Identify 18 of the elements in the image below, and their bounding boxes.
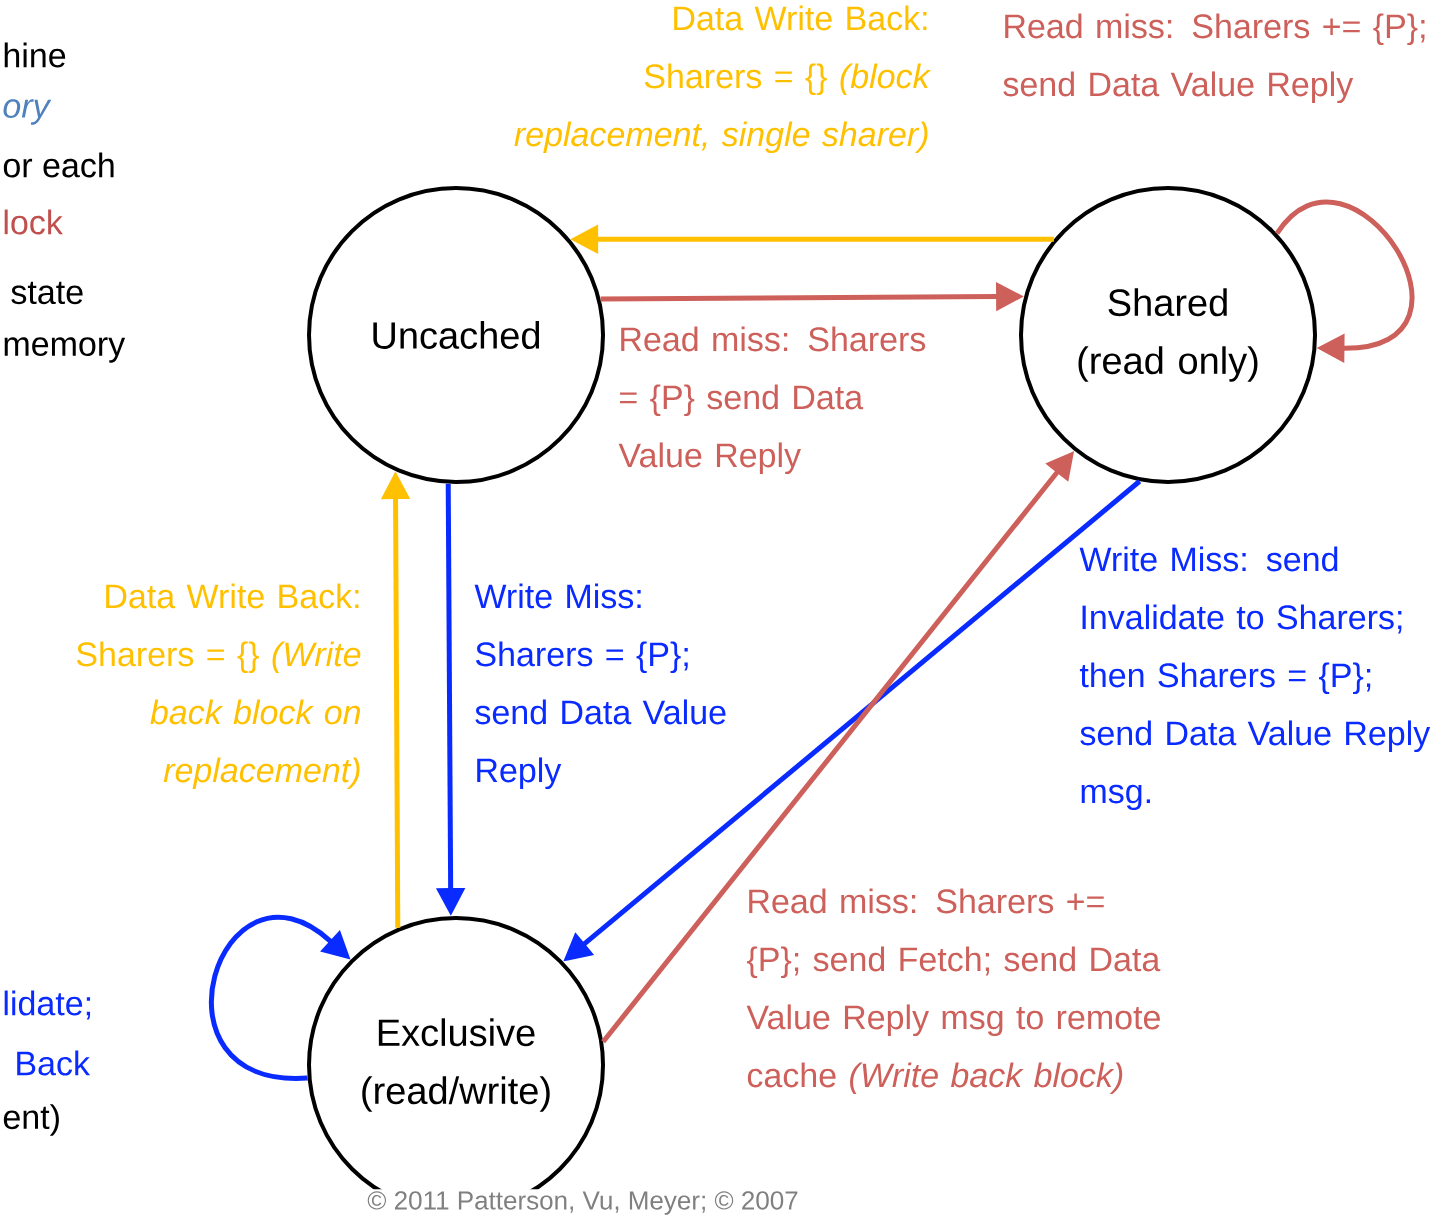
edge-label: Data Write Back: Sharers = {} (block replacement, single sharer)	[514, 5, 932, 154]
edge-label: Write Miss: send Invalidate to Sharers; then Sharers = {P}; send Data Value Reply msg.	[1079, 546, 1431, 811]
fragment-text: hine	[0, 40, 69, 70]
edge-label: Write Miss: Sharers = {P}; send Data Value Reply	[474, 583, 726, 790]
edge-label: Read miss: Sharers = {P} send Data Value Reply	[618, 326, 926, 475]
fragment-text: state	[8, 279, 87, 307]
fragment-text: memory	[0, 335, 128, 365]
fragment-text: ent)	[0, 1102, 63, 1138]
edge-label: Read miss: Sharers += {P}; send Data Value Reply	[1003, 13, 1425, 104]
edge-label: Data Write Back: Sharers = {} (Write back block on replacement)	[76, 583, 361, 790]
fragment-text: Back	[12, 1048, 92, 1078]
copyright-note: © 2011 Patterson, Vu, Meyer; © 2007	[365, 1189, 801, 1217]
fragment-text: or each	[0, 150, 118, 180]
fragment-text: ory	[0, 97, 52, 127]
fragment-text: lock	[0, 207, 65, 237]
edge-label: Read miss: Sharers += {P}; send Fetch; send Data Value Reply msg to remote cache (Write back block)	[746, 888, 1161, 1095]
fragment-text: lidate;	[0, 988, 96, 1022]
arrow	[1275, 200, 1415, 363]
